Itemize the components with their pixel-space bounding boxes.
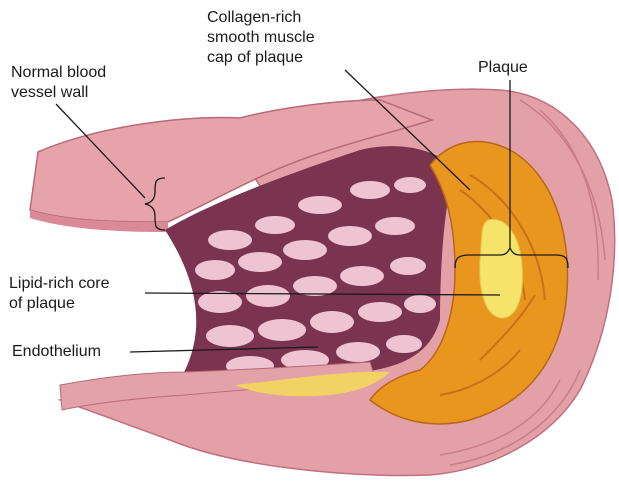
label-collagen-cap-line1: Collagen-rich — [207, 8, 315, 28]
label-collagen-cap-line3: cap of plaque — [207, 48, 315, 68]
label-lipid-core-line1: Lipid-rich core — [9, 274, 109, 294]
label-normal-vessel-wall-line2: vessel wall — [11, 83, 106, 103]
label-lipid-core-line2: of plaque — [9, 294, 109, 314]
label-plaque: Plaque — [478, 58, 528, 78]
label-endothelium: Endothelium — [12, 342, 101, 362]
label-lipid-core: Lipid-rich core of plaque — [9, 274, 109, 314]
label-normal-vessel-wall: Normal blood vessel wall — [11, 63, 106, 103]
label-plaque-text: Plaque — [478, 59, 528, 76]
label-collagen-cap-line2: smooth muscle — [207, 28, 315, 48]
label-normal-vessel-wall-line1: Normal blood — [11, 63, 106, 83]
label-endothelium-text: Endothelium — [12, 343, 101, 360]
label-collagen-cap: Collagen-rich smooth muscle cap of plaqu… — [207, 8, 315, 68]
